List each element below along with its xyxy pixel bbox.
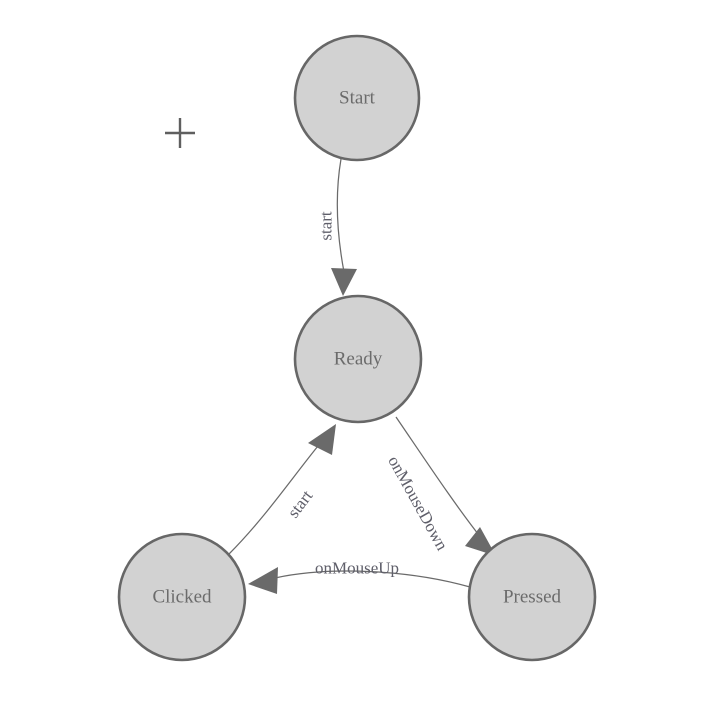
node-ready[interactable]: Ready [293,294,423,424]
node-pressed-label: Pressed [503,587,562,608]
edge-pressed-to-clicked-label: onMouseUp [315,559,399,578]
node-clicked[interactable]: Clicked [117,532,247,662]
edge-start-to-ready[interactable]: start [317,158,358,296]
edge-clicked-to-ready-path [228,445,319,555]
edge-start-to-ready-arrowhead [331,268,357,296]
crosshair-icon [165,118,195,148]
edge-ready-to-pressed-arrowhead [465,527,496,556]
edge-clicked-to-ready-arrowhead [308,424,336,455]
node-clicked-circle[interactable] [117,532,247,662]
edge-clicked-to-ready-label: start [284,486,317,521]
edge-pressed-to-clicked[interactable]: onMouseUp [248,559,471,595]
node-ready-label: Ready [334,349,383,370]
edge-start-to-ready-label: start [317,211,336,241]
edge-ready-to-pressed-path [395,416,483,540]
node-clicked-label: Clicked [152,587,212,608]
node-pressed[interactable]: Pressed [467,532,597,662]
node-start[interactable]: Start [293,34,421,162]
edge-ready-to-pressed[interactable]: onMouseDown [384,416,496,556]
node-pressed-circle[interactable] [467,532,597,662]
edge-clicked-to-ready[interactable]: start [228,424,336,555]
edge-pressed-to-clicked-path [274,570,471,588]
edge-start-to-ready-path [336,158,345,273]
node-ready-circle[interactable] [293,294,423,424]
node-start-label: Start [339,88,376,109]
edge-ready-to-pressed-label: onMouseDown [384,453,452,554]
edge-pressed-to-clicked-arrowhead [248,567,278,594]
node-start-circle[interactable] [293,34,421,162]
